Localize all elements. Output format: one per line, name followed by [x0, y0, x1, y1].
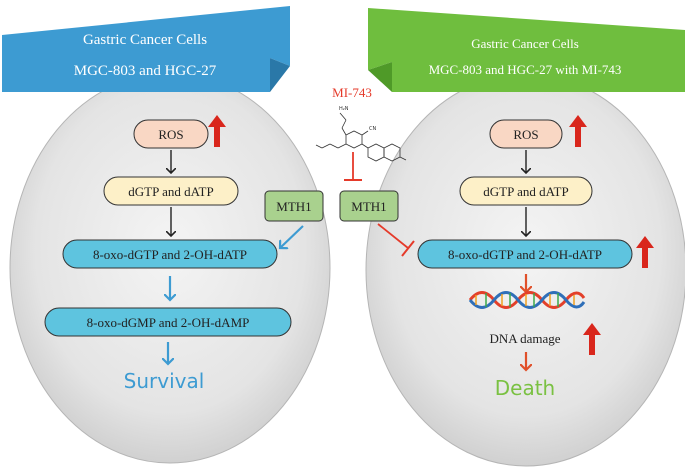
left-banner-fold	[270, 58, 290, 92]
left-dgtp-label: dGTP and dATP	[128, 184, 213, 199]
left-ros-up-arrow	[208, 115, 226, 147]
death-label: Death	[495, 376, 555, 400]
right-banner-fold	[368, 62, 392, 92]
right-banner-shape	[368, 8, 685, 92]
left-banner-line1: Gastric Cancer Cells	[83, 32, 207, 48]
structure-text-cn: CN	[369, 126, 376, 132]
mth1-left-arrow	[280, 225, 304, 248]
right-oxo-tp-box	[417, 239, 633, 269]
left-banner-line2: MGC-803 and HGC-27	[74, 63, 217, 79]
mth1-right-box	[339, 190, 399, 222]
left-banner: Gastric Cancer Cells MGC-803 and HGC-27	[2, 6, 290, 92]
right-banner: Gastric Cancer Cells MGC-803 and HGC-27 …	[368, 8, 685, 92]
left-oxo-tp-box	[62, 239, 278, 269]
right-ros-up-arrow	[569, 115, 587, 147]
survival-label: Survival	[124, 369, 205, 393]
left-dgtp-box	[103, 176, 239, 206]
mth1-left-label: MTH1	[276, 199, 311, 214]
left-oxo-mp-box	[44, 307, 292, 337]
mth1-right-label: MTH1	[351, 199, 386, 214]
mth1-right-inhibit-line	[377, 223, 409, 249]
left-ros-box	[133, 119, 209, 149]
mi743-label: MI-743	[332, 85, 372, 100]
mth1-left-box	[264, 190, 324, 222]
structure-text-nh2: H₂N	[339, 106, 349, 112]
left-banner-shape	[2, 6, 290, 92]
right-ros-label: ROS	[513, 127, 538, 142]
dna-damage-up-arrow	[583, 323, 601, 355]
right-dgtp-box	[459, 176, 593, 206]
left-ros-label: ROS	[158, 127, 183, 142]
left-oxo-mp-label: 8-oxo-dGMP and 2-OH-dAMP	[87, 315, 250, 330]
mi743-structure-icon	[315, 112, 407, 162]
right-oxo-tp-label: 8-oxo-dGTP and 2-OH-dATP	[448, 247, 602, 262]
right-oxo-up-arrow	[636, 236, 654, 268]
right-banner-line2: MGC-803 and HGC-27 with MI-743	[429, 62, 622, 77]
right-dgtp-label: dGTP and dATP	[483, 184, 568, 199]
dna-helix-icon	[468, 291, 586, 309]
left-oxo-tp-label: 8-oxo-dGTP and 2-OH-dATP	[93, 247, 247, 262]
right-ros-box	[489, 119, 563, 149]
dna-damage-label: DNA damage	[489, 331, 560, 346]
right-banner-line1: Gastric Cancer Cells	[471, 36, 579, 51]
mth1-right-inhibit-bar	[401, 240, 415, 257]
